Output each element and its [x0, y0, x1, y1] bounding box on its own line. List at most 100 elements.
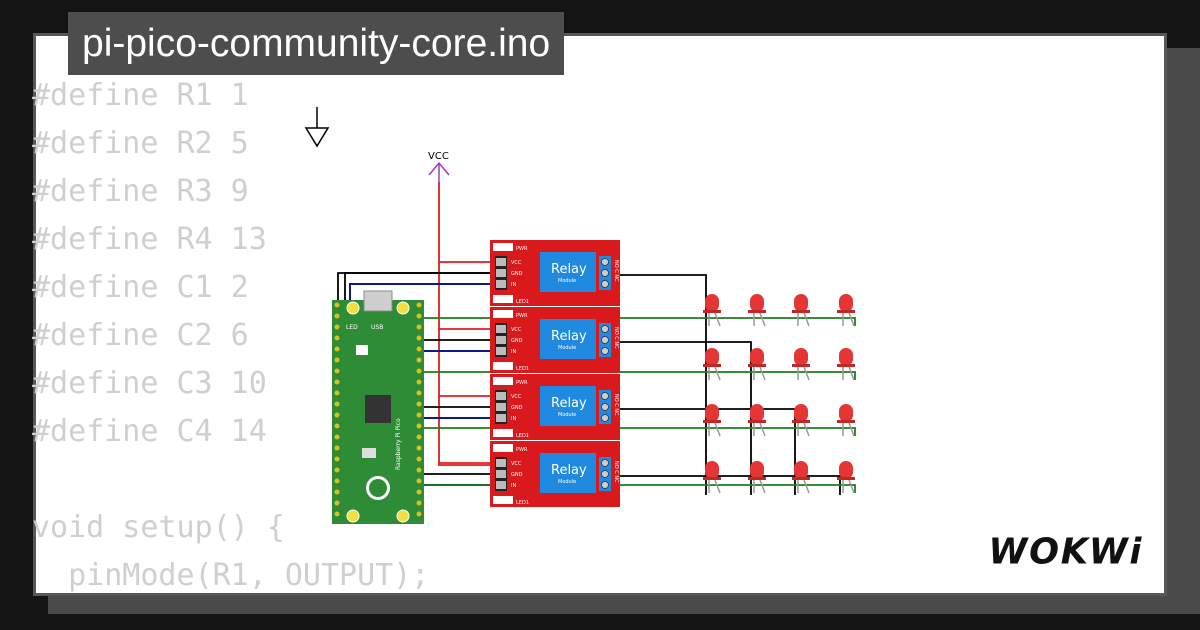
led1-indicator: [493, 362, 513, 370]
pico-pin: [416, 478, 422, 484]
led: [703, 348, 721, 381]
pico-pin: [334, 467, 340, 473]
row-wire: [420, 371, 856, 380]
led-body: [750, 348, 764, 366]
pico-pin: [416, 412, 422, 418]
pico-pin: [416, 357, 422, 363]
relay-sublabel: Module: [558, 412, 576, 418]
relay-block: [540, 252, 596, 292]
row-wire: [420, 427, 856, 436]
pico-pin: [334, 335, 340, 341]
pico-pin: [416, 445, 422, 451]
row-wire: [420, 484, 856, 493]
led-leg: [848, 366, 855, 381]
terminal-screw: [601, 347, 609, 355]
pico-pin: [334, 379, 340, 385]
led-label: LED: [346, 324, 358, 331]
pico-pin: [416, 489, 422, 495]
relay-label: Relay: [551, 396, 587, 411]
raspberry-logo-inner: [369, 479, 387, 497]
pin-label: GND: [511, 405, 523, 411]
led-rim: [837, 364, 855, 367]
pico-pin: [334, 302, 340, 308]
led-body: [794, 404, 808, 422]
code-line: void setup() {: [32, 510, 285, 545]
led-body: [705, 294, 719, 312]
relay-block: [540, 386, 596, 426]
led: [837, 294, 855, 327]
led-rim: [837, 420, 855, 423]
mount-hole: [346, 509, 360, 523]
led-rim: [748, 364, 766, 367]
led-leg: [714, 422, 721, 437]
led-rim: [837, 477, 855, 480]
pico-pin: [334, 390, 340, 396]
terminal-screw: [601, 258, 609, 266]
pico-pin: [334, 445, 340, 451]
header-pin: [496, 269, 506, 277]
led-body: [750, 294, 764, 312]
led: [703, 404, 721, 437]
led-leg: [714, 312, 721, 327]
code-line: #define R2 5: [32, 126, 249, 161]
led-leg: [759, 366, 766, 381]
pico-pin: [334, 434, 340, 440]
pico-pin: [416, 401, 422, 407]
ground-symbol: [304, 107, 330, 148]
terminal-screw: [601, 470, 609, 478]
relay-block: [540, 453, 596, 493]
led1-label: LED1: [516, 433, 529, 439]
led-body: [750, 461, 764, 479]
header-pin: [496, 459, 506, 467]
led-leg: [714, 479, 721, 494]
pico-name: Raspberry Pi Pico: [395, 418, 402, 470]
led-rim: [703, 477, 721, 480]
led-body: [705, 461, 719, 479]
terminal-label: NO C NC: [613, 327, 619, 349]
led-body: [839, 348, 853, 366]
vcc-label: VCC: [428, 151, 449, 162]
terminal-screw: [601, 481, 609, 489]
header-pin: [496, 414, 506, 422]
led-body: [839, 294, 853, 312]
led-leg: [848, 312, 855, 327]
pico-pin: [416, 324, 422, 330]
code-line: #define R3 9: [32, 174, 249, 209]
pwr-led: [493, 377, 513, 385]
relay-output-wire: [604, 475, 841, 495]
pin-label: VCC: [511, 461, 522, 467]
led-rim: [748, 420, 766, 423]
pico-pin: [416, 302, 422, 308]
header-pin: [496, 258, 506, 266]
code-line: #define C2 6: [32, 318, 249, 353]
pico-pin: [416, 390, 422, 396]
terminal-screw: [601, 325, 609, 333]
pico-pin: [334, 313, 340, 319]
relay-output-wire: [604, 408, 796, 495]
pwr-led: [493, 444, 513, 452]
led1-indicator: [493, 496, 513, 504]
code-line: #define C4 14: [32, 414, 267, 449]
led: [748, 461, 766, 494]
pico-pin: [334, 500, 340, 506]
pwr-label: PWR: [516, 447, 528, 453]
led1-indicator: [493, 429, 513, 437]
bootsel-button: [356, 345, 368, 355]
relay-sublabel: Module: [558, 278, 576, 284]
terminal-screw: [601, 392, 609, 400]
pico-pin: [416, 467, 422, 473]
pwr-led: [493, 243, 513, 251]
led: [792, 461, 810, 494]
pin-label: IN: [511, 483, 516, 489]
led-matrix: [703, 294, 855, 494]
led: [792, 294, 810, 327]
pin-label: VCC: [511, 394, 522, 400]
led-body: [794, 294, 808, 312]
led-rim: [792, 310, 810, 313]
pico-pin: [334, 412, 340, 418]
pin-label: GND: [511, 271, 523, 277]
